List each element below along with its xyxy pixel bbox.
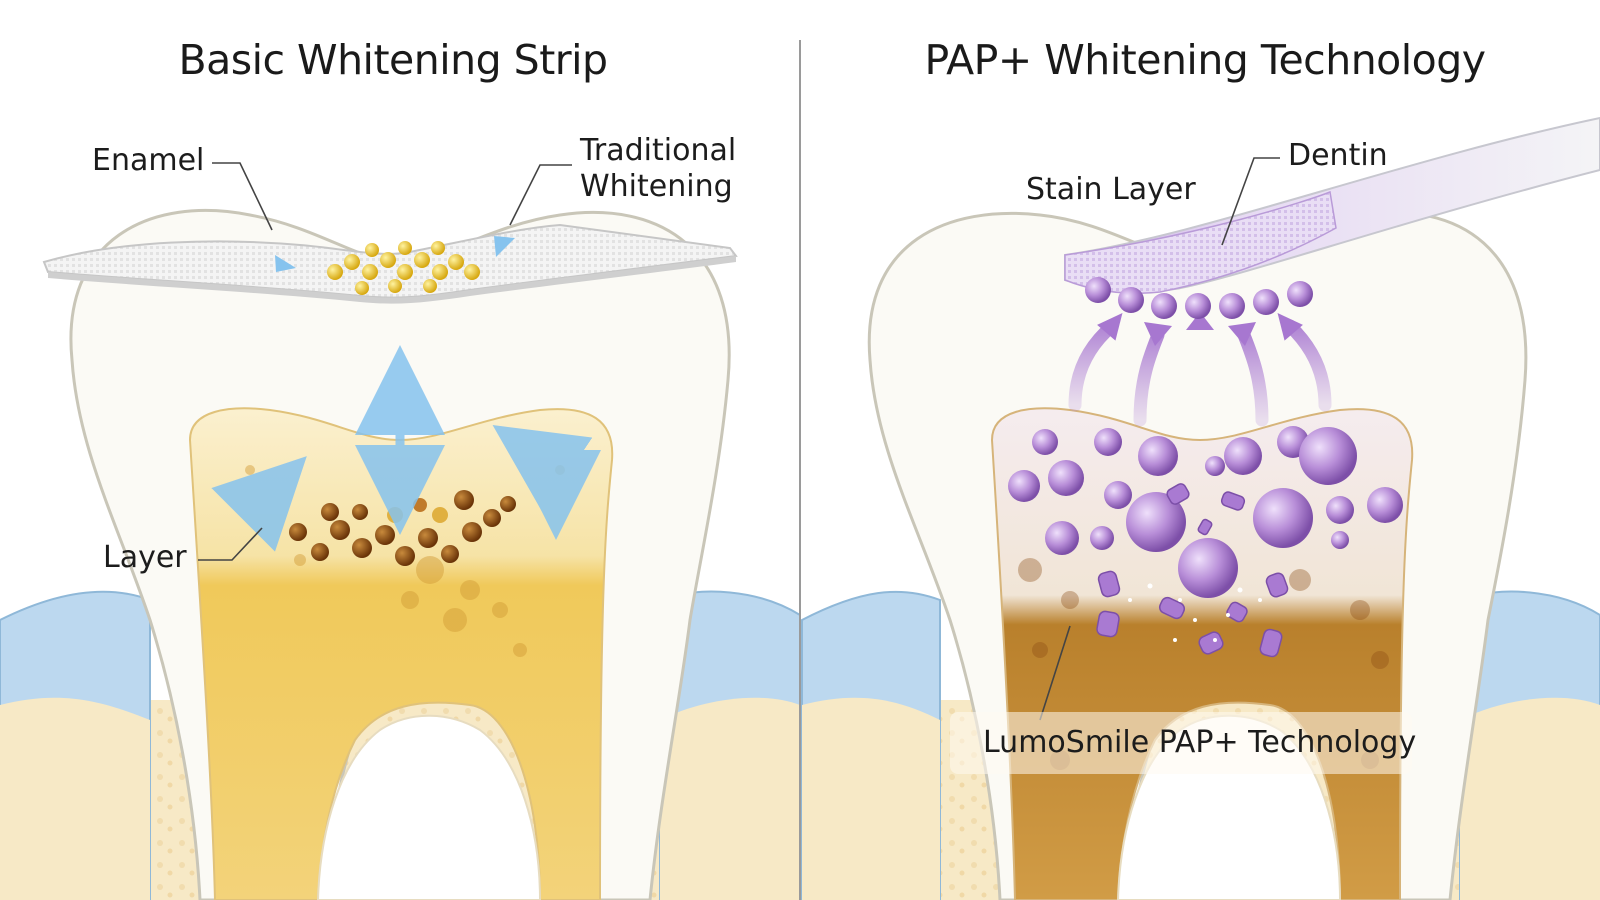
pap-bubbles [1008, 426, 1403, 598]
broken-stain-fragments [1096, 483, 1289, 658]
stain-layer-label: Stain Layer [1026, 172, 1196, 207]
limited-penetration-arrows [211, 345, 601, 552]
whitening-gel-beads [327, 241, 480, 295]
left-leader-lines [198, 162, 572, 561]
breakdown-sparks [1128, 583, 1262, 642]
right-panel-title: PAP+ Whitening Technology [924, 36, 1486, 84]
right-leader-lines [1039, 157, 1280, 721]
right-panel [801, 116, 1600, 900]
lumosmile-technology-label: LumoSmile PAP+ Technology [983, 725, 1417, 760]
layer-label: Layer [103, 540, 187, 575]
traditional-whitening-line1: Traditional [580, 133, 737, 168]
left-panel [0, 162, 801, 900]
dentin-label: Dentin [1288, 138, 1388, 173]
traditional-whitening-line2: Whitening [580, 169, 733, 204]
pulp-canal [316, 714, 542, 900]
strip-arrows [275, 236, 515, 272]
stain-lift-arrowheads [1097, 312, 1303, 346]
pap-gel-beads [1085, 277, 1313, 319]
left-panel-title: Basic Whitening Strip [178, 36, 608, 84]
technology-label-backdrop [950, 712, 1412, 774]
traditional-whitening-label: Traditional Whitening [580, 133, 736, 205]
enamel-label: Enamel [92, 143, 205, 178]
